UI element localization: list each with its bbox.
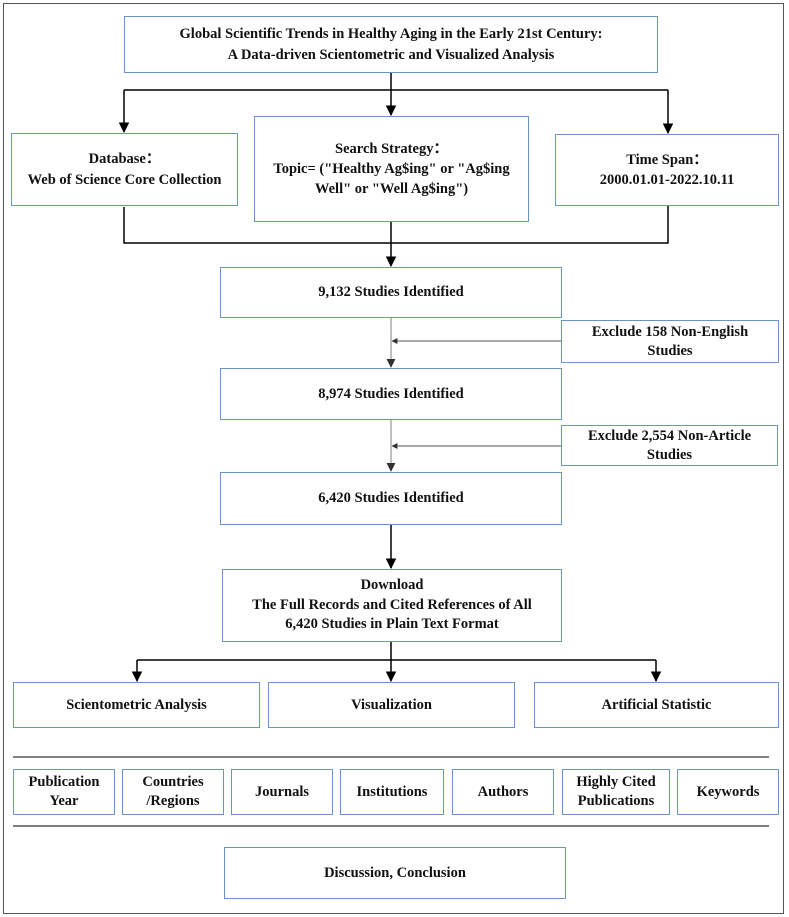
database-line-2: Web of Science Core Collection bbox=[27, 171, 222, 188]
title-line-1: Global Scientific Trends in Healthy Agin… bbox=[179, 26, 603, 43]
identified-3-label: 6,420 Studies Identified bbox=[318, 490, 464, 507]
exclude-1-box: Exclude 158 Non-English Studies bbox=[561, 320, 779, 363]
category-publication-year-line-2: Year bbox=[49, 793, 79, 809]
category-countries-regions-line-2: /Regions bbox=[146, 793, 200, 809]
exclude-2-box: Exclude 2,554 Non-Article Studies bbox=[561, 425, 778, 466]
database-line-1: Database： bbox=[88, 151, 161, 168]
category-keywords: Keywords bbox=[677, 769, 779, 815]
title-box: Global Scientific Trends in Healthy Agin… bbox=[124, 16, 658, 73]
identified-1-box: 9,132 Studies Identified bbox=[220, 267, 562, 318]
exclude-1-line-1: Exclude 158 Non-English bbox=[591, 323, 749, 340]
conclusion-label: Discussion, Conclusion bbox=[324, 864, 466, 881]
category-keywords-label: Keywords bbox=[696, 783, 760, 800]
category-institutions: Institutions bbox=[340, 769, 444, 815]
title-line-2: A Data-driven Scientometric and Visualiz… bbox=[227, 46, 555, 63]
exclude-2-line-2: Studies bbox=[646, 446, 693, 463]
identified-3-box: 6,420 Studies Identified bbox=[220, 472, 562, 525]
artificial-statistic-label: Artificial Statistic bbox=[601, 696, 712, 713]
exclude-2-line-1: Exclude 2,554 Non-Article bbox=[587, 427, 752, 444]
search-strategy-line-2: Topic= ("Healthy Ag$ing" or "Ag$ing bbox=[273, 160, 510, 177]
category-countries-regions: Countries /Regions bbox=[122, 769, 224, 815]
category-highly-cited-publications: Highly Cited Publications bbox=[562, 769, 670, 815]
artificial-statistic-box: Artificial Statistic bbox=[534, 682, 779, 728]
time-span-box: Time Span： 2000.01.01-2022.10.11 bbox=[555, 134, 779, 206]
identified-2-label: 8,974 Studies Identified bbox=[318, 385, 464, 402]
outer-frame bbox=[3, 3, 784, 914]
download-line-3: 6,420 Studies in Plain Text Format bbox=[285, 616, 499, 633]
category-highly-cited-line-2: Publications bbox=[577, 793, 655, 809]
category-institutions-label: Institutions bbox=[356, 783, 428, 800]
visualization-label: Visualization bbox=[351, 696, 432, 713]
time-span-line-1: Time Span： bbox=[626, 151, 708, 168]
exclude-1-line-2: Studies bbox=[647, 342, 693, 359]
search-strategy-line-3: Well" or "Well Ag$ing") bbox=[314, 181, 469, 198]
category-journals-label: Journals bbox=[255, 783, 309, 800]
search-strategy-line-1: Search Strategy： bbox=[335, 140, 448, 157]
category-journals: Journals bbox=[231, 769, 333, 815]
download-box: Download The Full Records and Cited Refe… bbox=[222, 569, 562, 642]
merge-line bbox=[123, 206, 669, 244]
time-span-line-2: 2000.01.01-2022.10.11 bbox=[599, 172, 735, 188]
category-highly-cited-line-1: Highly Cited bbox=[576, 774, 656, 791]
visualization-box: Visualization bbox=[268, 682, 515, 728]
conclusion-box: Discussion, Conclusion bbox=[224, 847, 566, 899]
category-countries-regions-line-1: Countries bbox=[142, 774, 204, 791]
identified-2-box: 8,974 Studies Identified bbox=[220, 368, 562, 420]
category-publication-year-line-1: Publication bbox=[28, 774, 100, 791]
database-box: Database： Web of Science Core Collection bbox=[11, 133, 238, 206]
download-line-2: The Full Records and Cited References of… bbox=[252, 596, 532, 613]
identified-1-label: 9,132 Studies Identified bbox=[318, 284, 464, 301]
scientometric-analysis-label: Scientometric Analysis bbox=[66, 696, 207, 713]
category-publication-year: Publication Year bbox=[13, 769, 115, 815]
search-strategy-box: Search Strategy： Topic= ("Healthy Ag$ing… bbox=[254, 116, 529, 222]
scientometric-analysis-box: Scientometric Analysis bbox=[13, 682, 260, 728]
category-authors: Authors bbox=[452, 769, 554, 815]
category-authors-label: Authors bbox=[477, 783, 529, 800]
download-line-1: Download bbox=[360, 577, 424, 594]
